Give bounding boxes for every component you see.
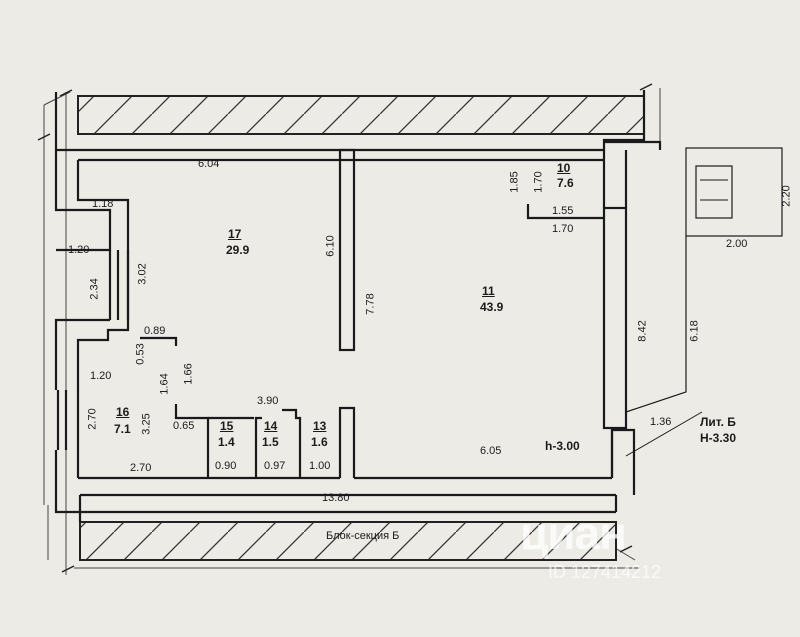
top-wall-hatch [77,95,645,135]
room-17-number: 17 [228,227,242,241]
ceiling-height: h-3.00 [545,439,580,453]
walls [54,90,783,522]
lit-height: H-3.30 [700,431,737,445]
bottom-wall-hatch [79,521,617,561]
dim-1-20-bottom: 1.20 [90,370,112,382]
dim-6-04: 6.04 [198,158,220,170]
dim-3-02: 3.02 [136,263,149,285]
room-10-number: 10 [557,161,571,175]
dim-1-18: 1.18 [92,198,114,210]
watermark-brand: циан [520,507,627,559]
dim-7-78: 7.78 [364,293,377,315]
dim-0-53: 0.53 [134,343,147,365]
dim-6-05: 6.05 [480,445,502,457]
lit-label: Лит. Б [700,415,736,429]
room-11-area: 43.9 [480,300,504,314]
watermark-id: ID 127414212 [548,562,662,582]
dim-2-70-left: 2.70 [86,408,99,430]
dim-0-97: 0.97 [264,460,286,472]
room-16-number: 16 [116,405,130,419]
dim-0-90: 0.90 [215,460,237,472]
frame-ticks [37,83,653,573]
dim-3-90: 3.90 [257,395,279,407]
room-11-number: 11 [482,284,495,298]
section-label: Блок-секция Б [326,530,400,542]
dim-0-65: 0.65 [173,420,195,432]
dim-6-10: 6.10 [324,235,337,257]
dim-1-70-vertical: 1.70 [532,171,545,193]
room-15-area: 1.4 [218,435,235,449]
dim-1-55: 1.55 [552,205,574,217]
dim-1-70-horizontal: 1.70 [552,223,574,235]
dim-8-42: 8.42 [636,320,649,342]
dim-2-70-bottom: 2.70 [130,462,152,474]
dim-1-36: 1.36 [650,416,672,428]
room-15-number: 15 [220,419,234,433]
dim-1-66: 1.66 [182,363,195,385]
dim-2-20: 2.20 [780,185,793,207]
dim-1-20-top: 1.20 [68,244,90,256]
dim-3-25: 3.25 [140,413,153,435]
dim-6-18: 6.18 [688,320,701,342]
dim-1-85: 1.85 [508,171,521,193]
room-14-area: 1.5 [262,435,279,449]
room-17-area: 29.9 [226,243,250,257]
room-13-area: 1.6 [311,435,328,449]
room-14-number: 14 [264,419,278,433]
dim-1-00: 1.00 [309,460,331,472]
dim-0-89: 0.89 [144,325,166,337]
room-13-number: 13 [313,419,327,433]
dim-2-34: 2.34 [88,278,101,300]
dim-2-00: 2.00 [726,238,748,250]
room-16-area: 7.1 [114,422,131,436]
frame-lines [43,88,661,575]
dim-13-80: 13.80 [322,492,350,504]
dim-1-64: 1.64 [158,373,171,395]
room-10-area: 7.6 [557,176,574,190]
